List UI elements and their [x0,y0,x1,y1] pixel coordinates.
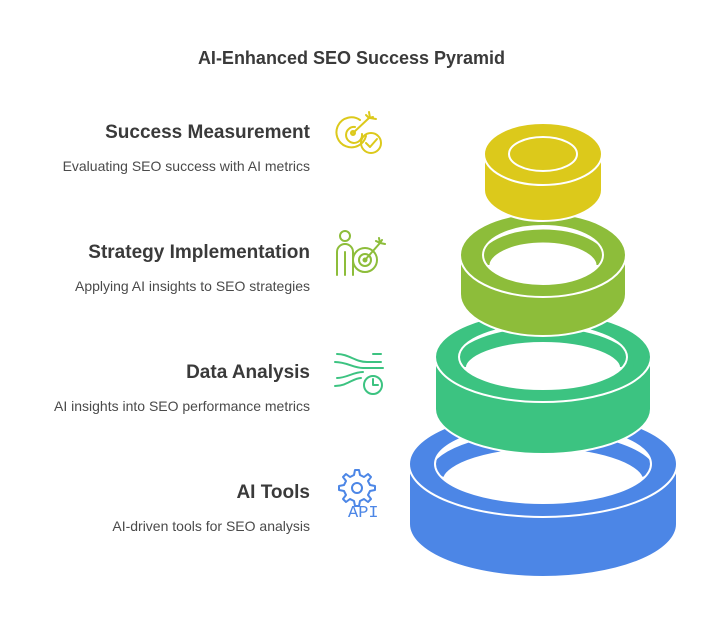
level-description: AI insights into SEO performance metrics [54,398,310,414]
level-description: AI-driven tools for SEO analysis [112,518,310,534]
level-title: AI Tools [236,482,310,503]
level-description: Applying AI insights to SEO strategies [74,278,310,294]
target-check-icon [335,111,382,154]
level-strategy-implementation: Strategy Implementation Applying AI insi… [0,241,310,295]
ring-success-measurement [483,122,603,222]
level-title: Data Analysis [186,362,310,383]
api-label: API [348,504,379,519]
person-target-icon [336,230,386,276]
level-ai-tools: AI Tools AI-driven tools for SEO analysi… [0,481,310,535]
level-title: Success Measurement [105,122,310,143]
gear-api-icon: API [338,469,379,519]
ring-ai-tools [408,410,678,578]
level-success-measurement: Success Measurement Evaluating SEO succe… [0,121,310,175]
diagram-title: AI-Enhanced SEO Success Pyramid [197,48,506,68]
level-data-analysis: Data Analysis AI insights into SEO perfo… [0,361,310,415]
level-description: Evaluating SEO success with AI metrics [62,158,310,174]
data-flow-clock-icon [334,353,384,395]
level-title: Strategy Implementation [88,242,310,263]
ring-strategy-implementation [459,212,627,337]
